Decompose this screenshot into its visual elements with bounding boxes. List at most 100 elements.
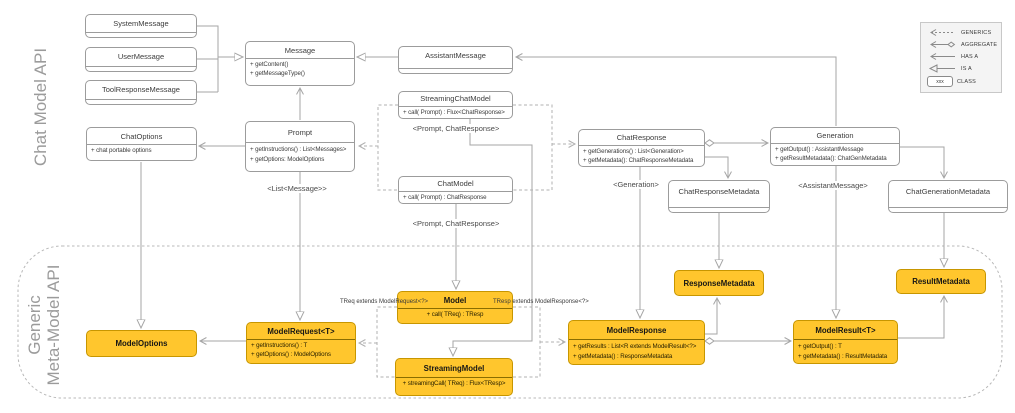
meta-model-container — [17, 245, 1003, 399]
class-method: + getInstructions() : T — [251, 341, 308, 349]
class-method: + getResultMetadata(): ChatGenMetadata — [775, 155, 887, 163]
empty-compartment-divider — [669, 207, 769, 208]
divider — [396, 377, 512, 378]
empty-compartment-divider — [399, 68, 512, 69]
class-title: ToolResponseMessage — [102, 85, 180, 94]
class-method: + getInstructions() : List<Messages> — [250, 146, 347, 153]
empty-compartment-divider — [86, 66, 196, 67]
divider — [399, 191, 512, 192]
class-method: + call( Prompt) : Flux<ChatResponse> — [403, 108, 505, 116]
class-box-response-metadata: ResponseMetadata — [674, 270, 764, 296]
annotation-generation: <Generation> — [611, 180, 661, 189]
divider — [794, 339, 897, 340]
class-box-model-result: ModelResult<T> + getOutput() : T + getMe… — [793, 320, 898, 364]
annotation-tresp-extends: TResp extends ModelResponse<?> — [493, 299, 589, 305]
class-title: StreamingModel — [423, 364, 485, 373]
class-title: ResultMetadata — [912, 277, 970, 286]
legend-label: IS A — [961, 65, 972, 72]
empty-compartment-divider — [86, 32, 196, 33]
class-box-message: Message + getContent() + getMessageType(… — [245, 41, 355, 86]
class-method: + getContent() — [250, 60, 289, 68]
class-method: + getOutput() : T — [798, 343, 842, 350]
class-method: + getMetadata(): ChatResponseMetadata — [583, 157, 694, 165]
generics-arrow-icon — [930, 29, 955, 36]
legend-item-is-a: IS A — [927, 64, 998, 73]
has-a-arrow-icon — [930, 53, 955, 60]
divider — [399, 106, 512, 107]
class-box-system-message: SystemMessage — [85, 14, 197, 38]
generics-connectors — [359, 104, 575, 378]
legend-label: CLASS — [957, 78, 977, 85]
class-box-model-options: ModelOptions — [86, 330, 197, 357]
class-title: ModelResponse — [606, 326, 667, 335]
legend-item-generics: GENERICS — [927, 28, 998, 37]
class-box-result-metadata: ResultMetadata — [896, 269, 986, 294]
is-a-connectors — [141, 25, 944, 356]
legend-item-has-a: HAS A — [927, 52, 998, 61]
aggregate-connectors — [704, 140, 791, 344]
class-title: ModelResult<T> — [815, 326, 876, 335]
aggregate-arrow-icon — [930, 41, 956, 48]
class-method: + call( Prompt) : ChatResponse — [403, 193, 487, 201]
class-box-streaming-model: StreamingModel + streamingCall( TReq) : … — [395, 358, 513, 396]
class-title: ChatOptions — [120, 132, 163, 141]
annotation-treq-extends: TReq extends ModelRequest<?> — [340, 299, 429, 305]
divider — [569, 339, 704, 340]
class-method: + chat portable options — [91, 146, 152, 154]
class-box-user-message: UserMessage — [85, 47, 197, 72]
divider — [579, 145, 704, 146]
class-box-icon: xxx — [927, 76, 953, 87]
annotation-chat-model-generics: <Prompt, ChatResponse> — [410, 219, 502, 228]
legend-item-aggregate: AGGREGATE — [927, 40, 998, 49]
class-box-tool-response-message: ToolResponseMessage — [85, 80, 197, 105]
class-method: + getOutput() : AssistantMessage — [775, 145, 864, 153]
is-a-arrow-icon — [928, 64, 955, 73]
class-box-chat-options: ChatOptions + chat portable options — [86, 127, 197, 161]
divider — [771, 143, 899, 144]
legend-label: AGGREGATE — [961, 41, 998, 48]
class-box-generation: Generation + getOutput() : AssistantMess… — [770, 127, 900, 166]
class-title: ResponseMetadata — [683, 278, 755, 288]
section-label-generic-meta-model-api: Generic Meta-Model API — [25, 240, 63, 410]
class-title: ModelOptions — [115, 339, 168, 348]
class-box-model: Model + call( TReq) : TResp — [397, 291, 513, 324]
class-title: ChatResponse — [616, 133, 667, 142]
class-box-chat-generation-metadata: ChatGenerationMetadata — [888, 180, 1008, 213]
class-method: + getGenerations() : List<Generation> — [583, 147, 684, 155]
class-title: Model — [443, 296, 467, 305]
class-title: ChatResponseMetadata — [678, 187, 760, 196]
legend-label: GENERICS — [961, 29, 992, 36]
class-title: AssistantMessage — [425, 51, 486, 60]
legend-label: HAS A — [961, 53, 979, 60]
class-method: + call( TReq) : TResp — [426, 310, 484, 318]
section-label-line2: Meta-Model API — [44, 264, 63, 386]
class-title: Generation — [816, 131, 854, 140]
has-a-connectors — [199, 57, 944, 341]
divider — [247, 339, 355, 340]
divider — [246, 58, 354, 59]
divider — [246, 142, 354, 143]
class-title: ModelRequest<T> — [267, 327, 335, 336]
class-method: + getResults : List<R extends ModelResul… — [573, 343, 697, 350]
class-title: SystemMessage — [113, 19, 169, 28]
class-box-chat-response-metadata: ChatResponseMetadata — [668, 180, 770, 213]
class-title: ChatGenerationMetadata — [905, 187, 991, 196]
divider — [87, 144, 196, 145]
class-method: + getMessageType() — [250, 70, 305, 78]
annotation-streaming-chat-generics: <Prompt, ChatResponse> — [410, 124, 502, 133]
annotation-list-message: <List<Message>> — [265, 184, 329, 193]
section-label-chat-model-api: Chat Model API — [31, 47, 50, 167]
class-title: ChatModel — [437, 179, 474, 188]
class-method: + getOptions() : ModelOptions — [251, 351, 331, 359]
annotation-assistant-message: <AssistantMessage> — [796, 181, 870, 190]
class-method: + getMetadata() : ResultMetadata — [798, 352, 888, 360]
class-box-model-response: ModelResponse + getResults : List<R exte… — [568, 320, 705, 365]
class-title: Message — [284, 46, 316, 55]
legend-item-class: xxx CLASS — [927, 76, 998, 87]
empty-compartment-divider — [889, 207, 1007, 208]
class-box-streaming-chat-model: StreamingChatModel + call( Prompt) : Flu… — [398, 91, 513, 119]
class-box-chat-model: ChatModel + call( Prompt) : ChatResponse — [398, 176, 513, 204]
class-box-assistant-message: AssistantMessage — [398, 46, 513, 74]
